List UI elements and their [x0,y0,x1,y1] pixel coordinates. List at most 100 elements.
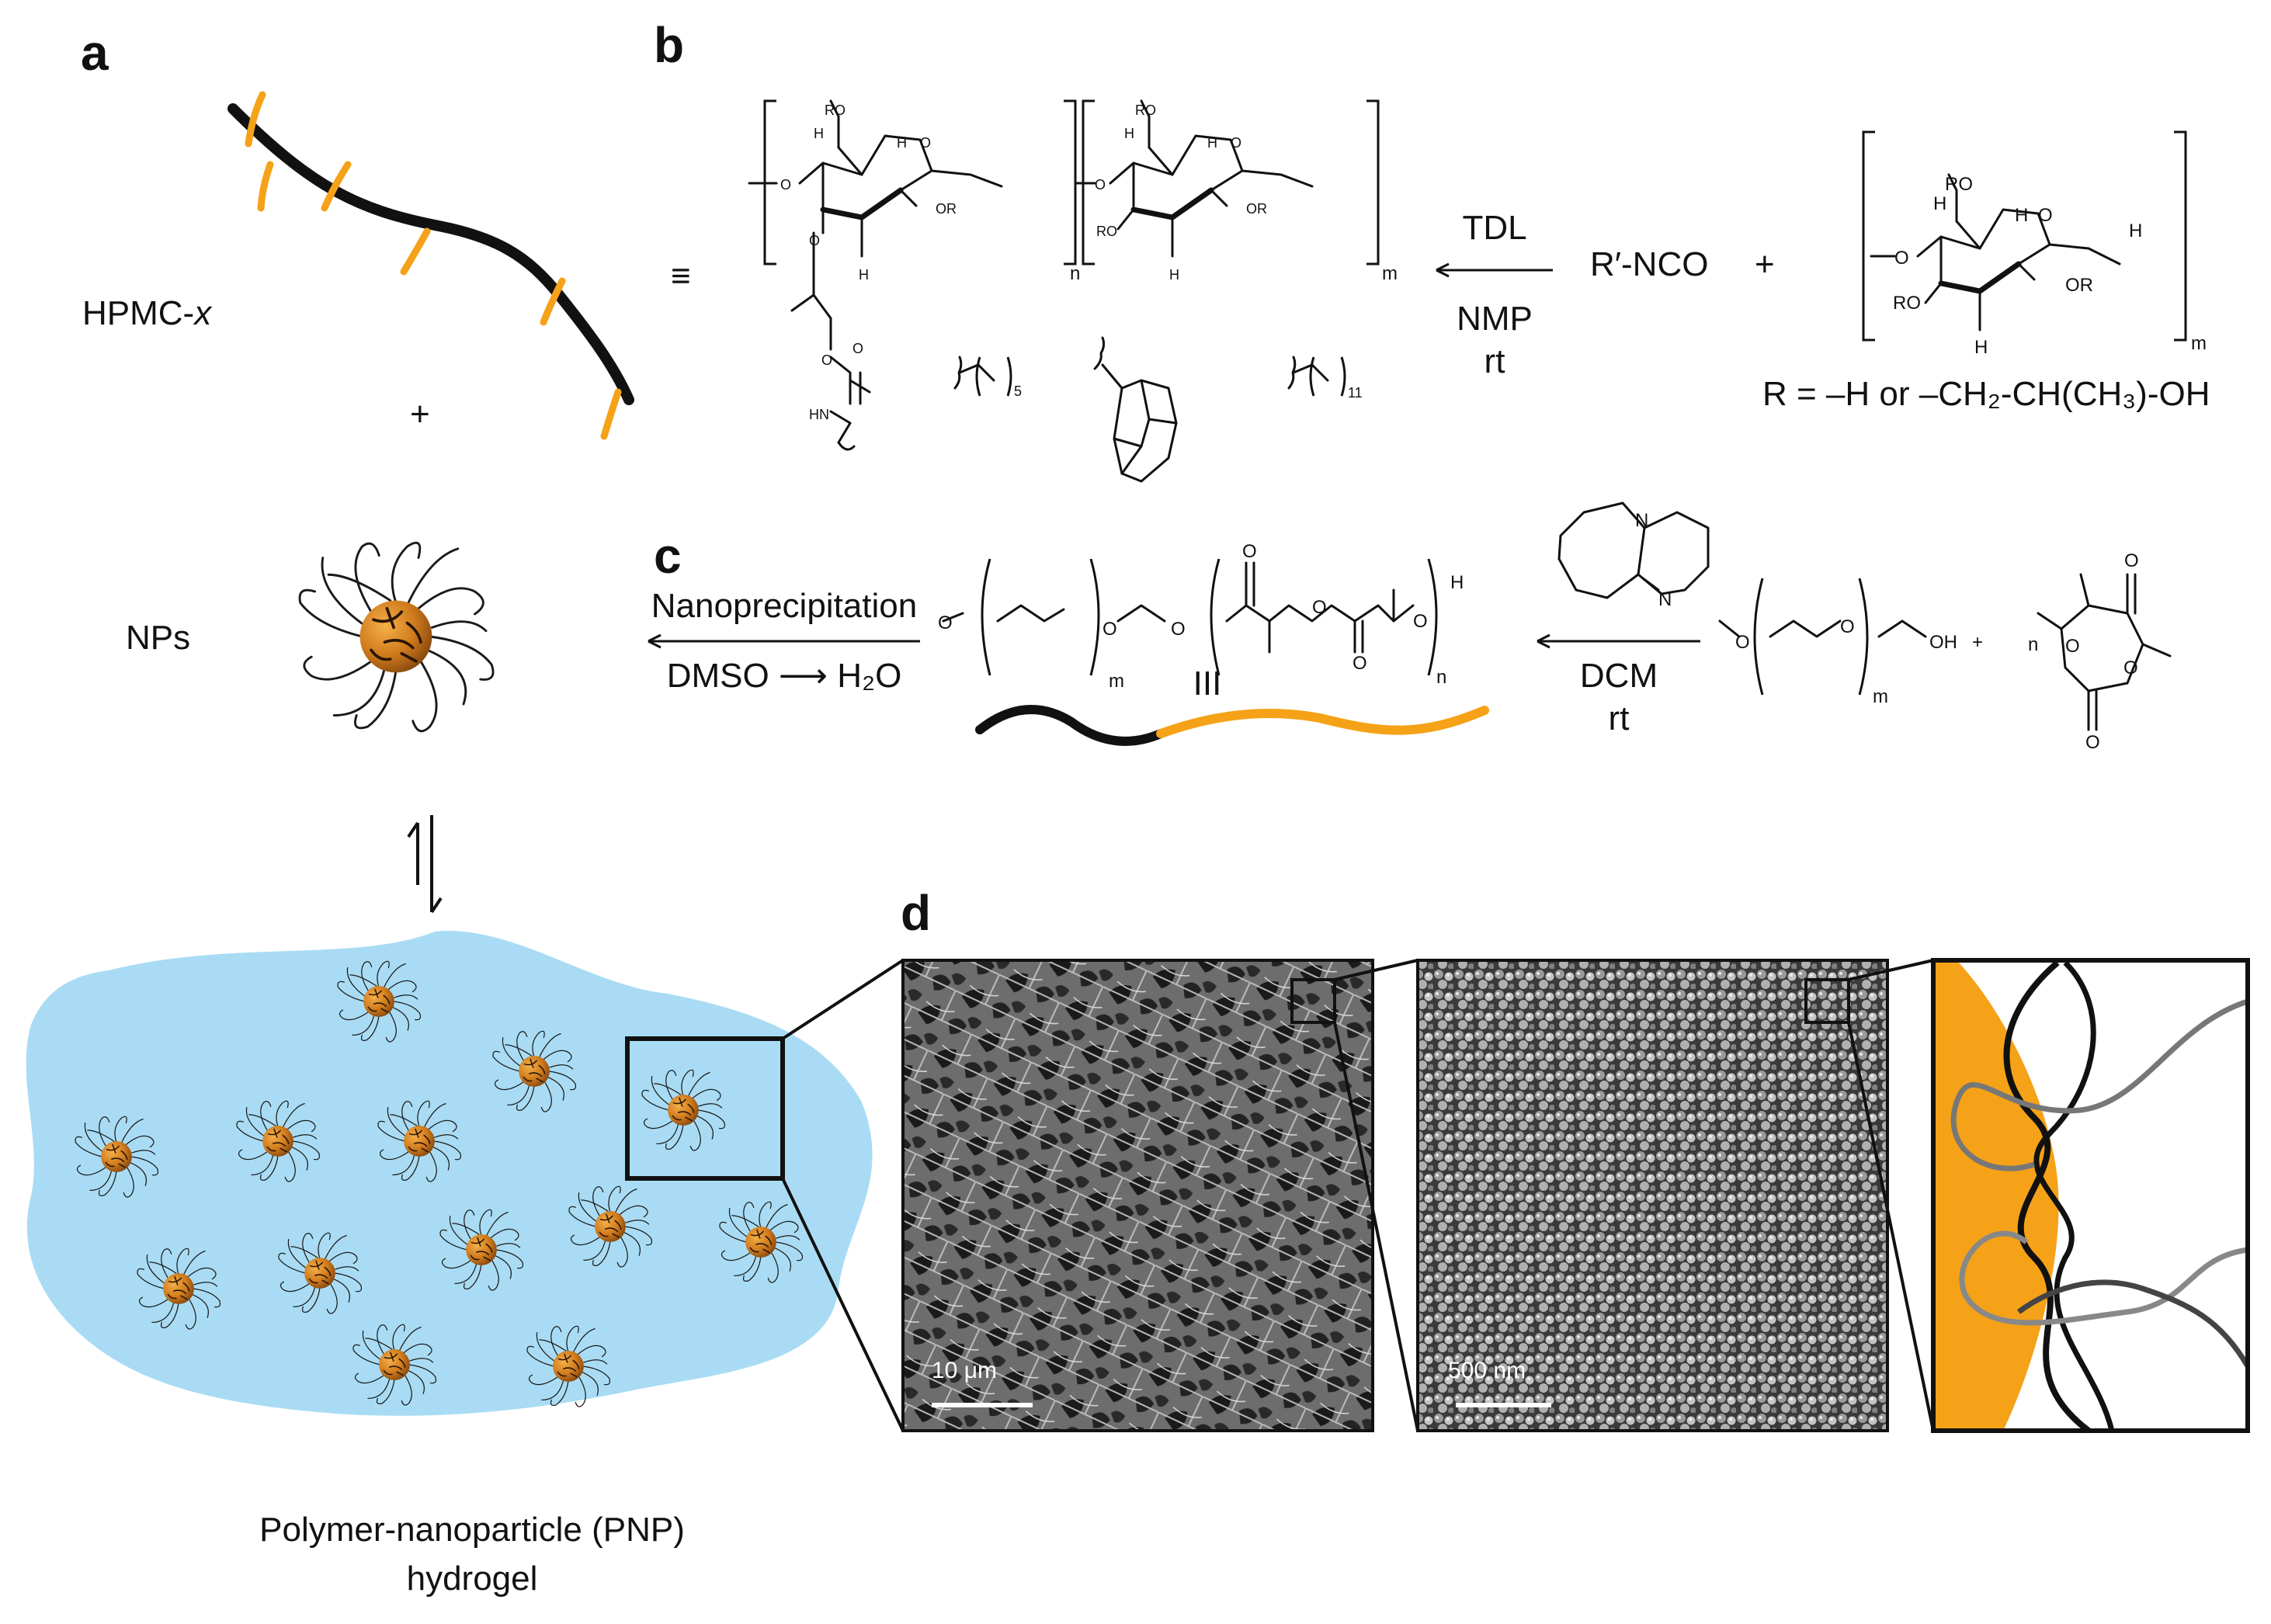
hpmc-reactant-brackets [1862,130,2187,342]
sem-image-nanoparticles-border [1416,959,1889,1432]
atom-O-side-1: O [809,233,820,248]
sub-5: 5 [1014,383,1022,399]
zoom-lines-d2 [1333,959,1419,1431]
nps-label: NPs [126,619,190,657]
sem-image-porous-border [901,959,1374,1432]
atom-O-ring-2: O [1231,135,1241,151]
atom-RO-3: RO [1096,224,1117,239]
hpmc-reactant-ring [1870,173,2121,331]
sub-n-c: n [1436,667,1446,688]
atom-N-dbu2: N [1658,589,1672,610]
atom-H-4: H [1124,126,1134,141]
atom-RO-2: RO [1135,102,1156,118]
rt-label-b: rt [1484,342,1505,380]
panel-label-c: c [654,528,682,584]
tdl-label: TDL [1462,209,1526,247]
atom-H-c: H [1450,572,1464,593]
lactide-structure [2037,573,2172,731]
atom-H-1: H [814,126,824,141]
atom-O-c5: O [1312,597,1327,618]
peg-pla-copolymer-structure [942,558,1438,676]
atom-OR-2: OR [1246,201,1267,217]
glucose-ring-1 [748,99,1003,451]
atom-OR-r: OR [2065,275,2093,296]
atom-H-5: H [1207,135,1217,151]
atom-HN: HN [809,407,829,422]
zoom-box-hydrogel [625,1036,785,1181]
zoom-box-sem2 [1804,978,1850,1024]
atom-O-c7: O [1413,611,1428,632]
copolymer-cartoon [975,705,1489,746]
dbu-catalyst-structure [1557,501,1710,599]
compound-number: III [1193,665,1222,703]
sub-11: 11 [1348,385,1363,401]
plus-sign-b: + [1755,245,1775,283]
sem-image-porous [903,960,1373,1431]
rt-label-c: rt [1609,699,1630,737]
atom-O-lac4: O [2085,732,2100,753]
atom-O-peg1: O [1735,632,1750,653]
atom-H-2: H [897,135,907,151]
sub-m-b: m [1382,263,1398,284]
atom-H-6: H [1169,267,1179,283]
dodecyl-substituent [1287,356,1346,397]
sub-n-lac: n [2028,634,2038,655]
panel-label-a: a [81,25,109,81]
atom-O-lac3: O [2065,636,2080,657]
dmso-water-label: DMSO ⟶ H₂O [667,657,902,695]
atom-O-ring-1: O [920,135,931,151]
equivalence-sign: ≡ [671,257,691,295]
atom-RO-r2: RO [1893,293,1921,314]
atom-O-c1: O [938,612,953,633]
hydrogel-caption-line1: Polymer-nanoparticle (PNP) [259,1511,685,1549]
glucose-ring-2 [1074,99,1314,258]
hpmc-repeat-unit-brackets [763,99,1380,265]
scale-bar-1-label: 10 μm [932,1358,997,1383]
atom-H-r2: H [2015,205,2028,226]
atom-O-c6: O [1353,653,1367,674]
nanoprecipitation-label: Nanoprecipitation [651,587,917,625]
atom-OR-1: OR [936,201,957,217]
sub-m-c: m [1109,671,1124,692]
mpeg-oh-structure [1718,578,1927,696]
zoom-lines-d3 [1847,959,1935,1431]
scale-bar-2-label: 500 nm [1448,1358,1526,1383]
adamantyl-substituent [1093,336,1178,483]
atom-H-3: H [859,267,869,283]
plus-sign-c: + [1972,632,1983,653]
atom-OH-peg: OH [1929,632,1957,653]
sem-image-nanoparticles [1418,960,1887,1431]
atom-O-ring-r: O [2038,205,2053,226]
isocyanate-label: R′-NCO [1590,245,1708,283]
reaction-arrow-c-left [648,633,920,649]
equilibrium-arrows [407,815,443,914]
panel-label-b: b [654,17,684,73]
atom-O-c3: O [1171,619,1186,640]
atom-O-c2: O [1103,619,1117,640]
atom-O-1: O [780,177,791,193]
sub-m-r: m [2191,333,2207,354]
reaction-arrow-c-right [1537,633,1700,649]
hydrogel-caption-line2: hydrogel [407,1560,538,1598]
atom-O-carbonyl-1: O [852,341,863,356]
atom-H-r3: H [2129,220,2142,241]
atom-O-2: O [1095,177,1106,193]
hpmc-label: HPMC-x [82,294,213,332]
atom-O-c4: O [1242,541,1257,562]
atom-H-r4: H [1974,337,1988,358]
atom-RO-1: RO [825,102,846,118]
atom-N-dbu1: N [1635,510,1648,531]
nmp-label: NMP [1457,300,1533,338]
r-definition: R = –H or –CH₂-CH(CH₃)-OH [1762,375,2210,413]
sub-n-b: n [1070,263,1080,284]
atom-O-peg2: O [1840,616,1855,637]
dcm-label: DCM [1580,657,1658,695]
sub-m-peg: m [1873,686,1888,707]
atom-O-lac1: O [2124,550,2139,571]
atom-O-lac2: O [2123,658,2138,678]
zoom-box-sem1 [1290,978,1336,1024]
hexyl-substituent [953,356,1012,397]
zoom-lines-d1 [781,959,905,1431]
atom-RO-r1: RO [1945,174,1973,195]
